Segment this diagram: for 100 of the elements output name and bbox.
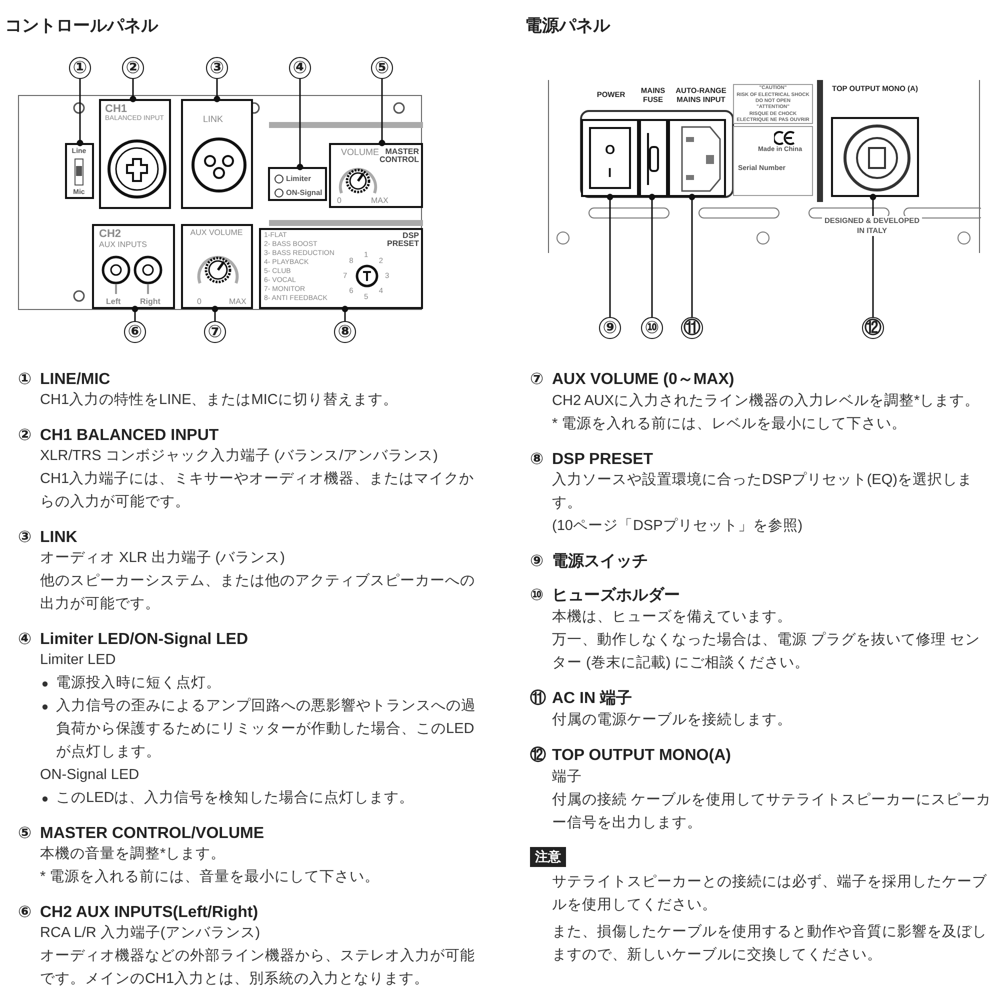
panel-label: I bbox=[608, 166, 612, 179]
item-number: ⑪ bbox=[530, 688, 547, 709]
description-text: サテライトスピーカーとの接続には必ず、端子を採用したケーブルを使用してください。 bbox=[552, 873, 988, 915]
volume-control-panel bbox=[181, 224, 253, 309]
description-text: 万一、動作しなくなった場合は、電源 プラグを抜いて修理 センター (巻末に記載) にご相談ください。 bbox=[552, 630, 982, 673]
panel-label: Left bbox=[106, 298, 121, 306]
item-number: ⑨ bbox=[530, 552, 545, 571]
description-text: (10ページ「DSPプリセット」を参照) bbox=[552, 516, 804, 536]
panel-label: AUX VOLUME bbox=[189, 229, 244, 237]
item-number: ⑤ bbox=[18, 824, 33, 843]
bullet-text: 入力信号の歪みによるアンプ回路への悪影響やトランスへの過負荷から保護するためにリミッターが作動した場合、このLEDが点灯します。 bbox=[56, 696, 477, 762]
leader-line bbox=[606, 194, 614, 317]
panel-label: CH1 bbox=[105, 104, 128, 115]
callout-number: ⑪ bbox=[681, 317, 703, 339]
item-number: ⑦ bbox=[530, 370, 545, 389]
description-text: CH2 AUXに入力されたライン機器の入力レベルを調整*します。 bbox=[552, 392, 981, 411]
item-heading: DSP PRESET bbox=[552, 451, 654, 469]
item-heading: AUX VOLUME (0～MAX) bbox=[552, 370, 734, 390]
item-number: ⑥ bbox=[18, 903, 33, 922]
leader-line bbox=[688, 194, 696, 317]
leader-line bbox=[296, 79, 304, 170]
callout-number: ② bbox=[122, 57, 144, 79]
fuse-holder bbox=[639, 119, 668, 197]
bullet-text: 電源投入時に短く点灯。 bbox=[56, 674, 222, 693]
leader-line bbox=[76, 79, 84, 146]
callout-number: ⑫ bbox=[862, 317, 884, 339]
description-text: 付属の接続 ケーブルを使用してサテライトスピーカーにスピーカー信号を出力します。 bbox=[552, 791, 992, 833]
item-number: ⑩ bbox=[530, 586, 545, 605]
panel-label: MAX bbox=[371, 197, 388, 205]
section-heading: 電源パネル bbox=[525, 15, 610, 37]
rca-input-panel bbox=[92, 224, 175, 309]
item-number: ② bbox=[18, 426, 33, 445]
callout-number: ⑥ bbox=[124, 321, 146, 343]
item-heading: Limiter LED/ON-Signal LED bbox=[40, 631, 248, 649]
description-text: 入力ソースや設置環境に合ったDSPプリセット(EQ)を選択します。 bbox=[552, 470, 974, 513]
callout-number: ⑦ bbox=[204, 321, 226, 343]
panel-label: DSP PRESET bbox=[386, 232, 419, 248]
item-number: ⑧ bbox=[530, 450, 545, 469]
description-text: 付属の電源ケーブルを接続します。 bbox=[552, 711, 793, 730]
output-jack-panel bbox=[181, 99, 253, 209]
panel-label: CH2 bbox=[99, 229, 122, 240]
subheading-text: ON-Signal LED bbox=[40, 766, 140, 785]
description-text: オーディオ XLR 出力端子 (バランス) bbox=[40, 549, 286, 568]
item-heading: 電源スイッチ bbox=[552, 552, 648, 572]
leader-line bbox=[212, 306, 218, 321]
item-number: ③ bbox=[18, 528, 33, 547]
item-number: ① bbox=[18, 370, 33, 389]
panel-label: MAX bbox=[229, 298, 246, 306]
panel-label: Right bbox=[140, 298, 160, 306]
callout-number: ⑧ bbox=[334, 321, 356, 343]
output-connector bbox=[831, 117, 919, 197]
leader-line bbox=[342, 306, 348, 321]
panel-label: MASTER CONTROL bbox=[379, 148, 419, 164]
callout-number: ⑩ bbox=[641, 317, 663, 339]
leader-line bbox=[378, 79, 386, 146]
bullet-text: このLEDは、入力信号を検知した場合に点灯します。 bbox=[56, 789, 416, 808]
volume-control-panel bbox=[329, 143, 423, 208]
item-heading: CH1 BALANCED INPUT bbox=[40, 427, 219, 445]
panel-label: O bbox=[605, 143, 616, 156]
description-text: CH1入力端子には、ミキサーやオーディオ機器、またはマイクからの入力が可能です。 bbox=[40, 470, 476, 512]
leader-line bbox=[870, 194, 876, 317]
item-heading: CH2 AUX INPUTS(Left/Right) bbox=[40, 904, 258, 922]
power-inlet bbox=[668, 119, 726, 197]
item-heading: MASTER CONTROL/VOLUME bbox=[40, 825, 264, 843]
item-heading: TOP OUTPUT MONO(A) bbox=[552, 747, 731, 765]
panel-label: 0 bbox=[197, 298, 202, 306]
item-heading: LINK bbox=[40, 529, 78, 547]
callout-number: ③ bbox=[206, 57, 228, 79]
callout-number: ④ bbox=[289, 57, 311, 79]
description-text: 本機は、ヒューズを備えています。 bbox=[552, 608, 793, 627]
description-text: オーディオ機器などの外部ライン機器から、ステレオ入力が可能です。メインのCH1入力とは、別系統の入力となります。 bbox=[40, 946, 476, 989]
callout-number: ⑨ bbox=[599, 317, 621, 339]
description-text: 端子 bbox=[552, 768, 583, 787]
item-number: ⑫ bbox=[530, 746, 547, 766]
description-text: 本機の音量を調整*します。 bbox=[40, 844, 227, 864]
description-text: * 電源を入れる前には、音量を最小にして下さい。 bbox=[40, 868, 381, 887]
item-heading: AC IN 端子 bbox=[552, 688, 632, 709]
subheading-text: Limiter LED bbox=[40, 651, 117, 670]
preset-selector-panel bbox=[259, 228, 423, 309]
panel-label: VOLUME bbox=[341, 148, 380, 157]
led-indicator-panel bbox=[268, 167, 327, 201]
description-text: CH1入力の特性をLINE、またはMICに切り替えます。 bbox=[40, 391, 399, 410]
panel-label: AUX INPUTS bbox=[99, 241, 148, 249]
panel-label: LINK bbox=[203, 115, 224, 124]
note-badge: 注意 bbox=[530, 847, 566, 867]
power-switch bbox=[581, 119, 639, 197]
leader-line bbox=[132, 306, 138, 321]
leader-line bbox=[648, 194, 656, 317]
section-heading: コントロールパネル bbox=[5, 15, 158, 37]
item-heading: ヒューズホルダー bbox=[552, 586, 680, 606]
description-text: RCA L/R 入力端子(アンバランス) bbox=[40, 924, 262, 943]
item-number: ④ bbox=[18, 630, 33, 649]
description-text: * 電源を入れる前には、レベルを最小にして下さい。 bbox=[552, 415, 908, 434]
description-text: XLR/TRS コンボジャック入力端子 (バランス/アンバランス) bbox=[40, 447, 439, 466]
leader-line bbox=[214, 79, 220, 102]
callout-number: ⑤ bbox=[371, 57, 393, 79]
description-text: また、損傷したケーブルを使用すると動作や音質に影響を及ぼしますので、新しいケーブルに交換してください。 bbox=[552, 922, 988, 965]
callout-number: ① bbox=[69, 57, 91, 79]
leader-line bbox=[130, 79, 136, 102]
panel-label: 0 bbox=[337, 197, 342, 205]
